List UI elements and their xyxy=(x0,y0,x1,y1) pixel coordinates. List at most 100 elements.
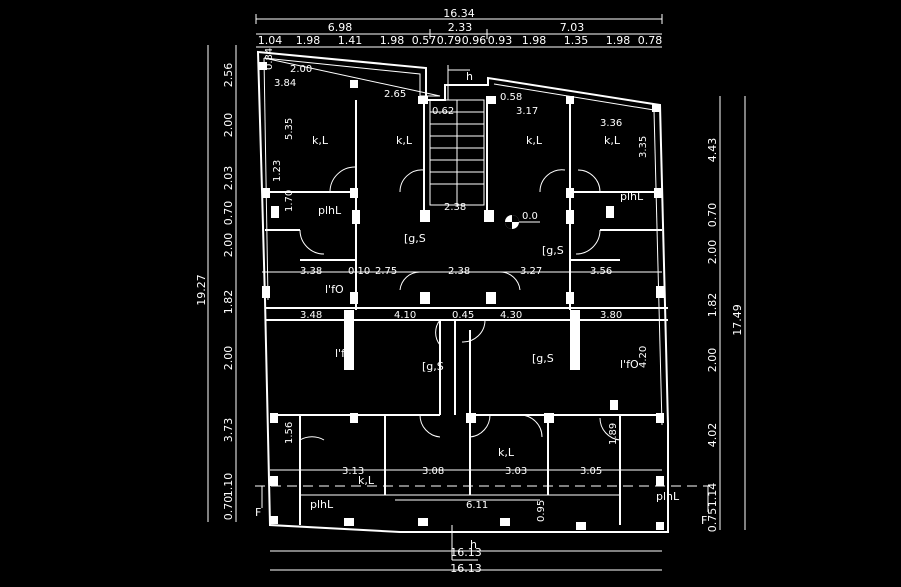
room-label-hall-4: [g,S xyxy=(532,352,554,365)
room-label-hall-2: [g,S xyxy=(542,244,564,257)
dim-inner-327: 3.27 xyxy=(520,266,542,277)
door-swings xyxy=(299,166,621,441)
stair: h h xyxy=(429,65,485,561)
dim-inner-420: 4.20 xyxy=(638,346,649,368)
dim-bottom-inner: 16.13 xyxy=(450,546,482,559)
dim-inner-123: 1.23 xyxy=(272,160,283,182)
room-label-bath-2: plhL xyxy=(620,190,644,203)
dim-inner-062: 0.62 xyxy=(432,106,454,117)
room-label-living-1: l'fO xyxy=(325,283,344,296)
dim-inner-317: 3.17 xyxy=(516,106,538,117)
dim-inner-611: 6.11 xyxy=(466,500,488,511)
dim-inner-189: 1.89 xyxy=(608,423,619,445)
dim-inner-303: 3.03 xyxy=(505,466,527,477)
dim-left-5: 2.00 xyxy=(222,233,235,258)
dim-inner-275: 2.75 xyxy=(375,266,397,277)
dim-overall-height: 19.27 xyxy=(195,274,208,306)
dim-right-2: 0.70 xyxy=(706,203,719,228)
dim-seg-4: 1.98 xyxy=(380,34,405,47)
dim-inner-313: 3.13 xyxy=(342,466,364,477)
dim-bottom-outer: 16.13 xyxy=(450,562,482,575)
dim-right-6: 4.02 xyxy=(706,423,719,448)
bottom-dimension-chain: 16.13 16.13 xyxy=(270,546,662,575)
dim-right-5: 2.00 xyxy=(706,348,719,373)
dim-seg-10: 1.35 xyxy=(564,34,589,47)
dim-seg-12: 0.78 xyxy=(638,34,663,47)
dim-inner-430: 4.30 xyxy=(500,310,522,321)
dim-left-1: 2.56 xyxy=(222,63,235,88)
section-marker-right: F xyxy=(701,514,707,527)
dim-inner-348: 3.48 xyxy=(300,310,322,321)
dim-left-7: 2.00 xyxy=(222,346,235,371)
dim-inner-384: 3.84 xyxy=(274,78,296,89)
dim-inner-265: 2.65 xyxy=(384,89,406,100)
dim-seg-8: 0.93 xyxy=(488,34,513,47)
dim-left-9: 1.10 xyxy=(222,473,235,498)
room-labels: k,L k,L k,L k,L plhL plhL [g,S [g,S l'fO… xyxy=(310,134,680,511)
dim-inner-305: 3.05 xyxy=(580,466,602,477)
dim-inner-156: 1.56 xyxy=(284,422,295,444)
dim-right-block: 7.03 xyxy=(560,21,585,34)
dim-seg-7: 0.96 xyxy=(462,34,487,47)
room-label-hall-3: [g,S xyxy=(422,360,444,373)
stair-label-bottom: h xyxy=(470,538,477,551)
dim-left-3: 2.03 xyxy=(222,166,235,191)
dim-left-10: 0.70 xyxy=(222,496,235,521)
dim-left-8: 3.73 xyxy=(222,418,235,443)
dim-stair-block: 2.33 xyxy=(448,21,473,34)
dim-inner-356: 3.56 xyxy=(590,266,612,277)
dim-inner-335: 3.35 xyxy=(638,136,649,158)
room-label-bath-4: plhL xyxy=(656,490,680,503)
dim-inner-238b: 2.38 xyxy=(444,202,466,213)
interior-dimensions: 3.38 2.75 2.38 3.27 3.56 3.48 4.10 0.45 … xyxy=(262,48,662,522)
dim-inner-380: 3.80 xyxy=(600,310,622,321)
dim-inner-410: 4.10 xyxy=(394,310,416,321)
dim-left-block: 6.98 xyxy=(328,21,353,34)
room-label-kitchen-2: k,L xyxy=(396,134,413,147)
section-marker-left: F xyxy=(255,506,261,519)
dim-seg-1: 1.04 xyxy=(258,34,283,47)
dim-inner-058: 0.58 xyxy=(500,92,522,103)
room-label-kitchen-4: k,L xyxy=(604,134,621,147)
room-label-kitchen-1: k,L xyxy=(312,134,329,147)
stair-label-top: h xyxy=(466,70,473,83)
dim-seg-11: 1.98 xyxy=(606,34,631,47)
dim-right-8: 0.75 xyxy=(706,508,719,533)
dim-inner-238a: 2.38 xyxy=(448,266,470,277)
dim-seg-5: 0.57 xyxy=(412,34,437,47)
dim-overall-width: 16.34 xyxy=(443,7,475,20)
dim-inner-535: 5.35 xyxy=(284,118,295,140)
dim-left-6: 1.82 xyxy=(222,290,235,315)
dim-inner-010: 0.10 xyxy=(348,266,370,277)
structural-columns xyxy=(259,62,664,530)
dim-right-3: 2.00 xyxy=(706,240,719,265)
dim-inner-200: 2.00 xyxy=(290,64,312,75)
room-label-kitchen-5: k,L xyxy=(498,446,515,459)
top-dimension-chain: 16.34 6.98 2.33 7.03 1.04 1.98 1.41 1.98… xyxy=(255,7,663,48)
dim-left-2: 2.00 xyxy=(222,113,235,138)
dim-inner-084: 0.84 xyxy=(264,48,275,70)
dim-inner-170: 1.70 xyxy=(284,190,295,212)
dim-right-overall: 17.49 xyxy=(731,304,744,336)
level-value: 0.0 xyxy=(522,211,538,222)
room-label-bath-3: plhL xyxy=(310,498,334,511)
dim-inner-095: 0.95 xyxy=(536,500,547,522)
dim-seg-6: 0.79 xyxy=(437,34,462,47)
level-marker: 0.0 xyxy=(505,211,540,229)
dim-seg-2: 1.98 xyxy=(296,34,321,47)
dim-left-4: 0.70 xyxy=(222,201,235,226)
room-label-living-2: l'fO xyxy=(335,347,354,360)
dim-seg-3: 1.41 xyxy=(338,34,363,47)
room-label-kitchen-6: k,L xyxy=(358,474,375,487)
section-line: F F xyxy=(255,485,710,527)
dim-right-4: 1.82 xyxy=(706,293,719,318)
right-dimension-chain: 17.49 4.43 0.70 2.00 1.82 2.00 4.02 1.14… xyxy=(706,96,746,533)
dim-inner-308: 3.08 xyxy=(422,466,444,477)
room-label-living-3: l'fO xyxy=(620,358,639,371)
dim-right-1: 4.43 xyxy=(706,138,719,163)
dim-inner-045: 0.45 xyxy=(452,310,474,321)
dim-right-7: 1.14 xyxy=(706,483,719,508)
dim-inner-338: 3.38 xyxy=(300,266,322,277)
